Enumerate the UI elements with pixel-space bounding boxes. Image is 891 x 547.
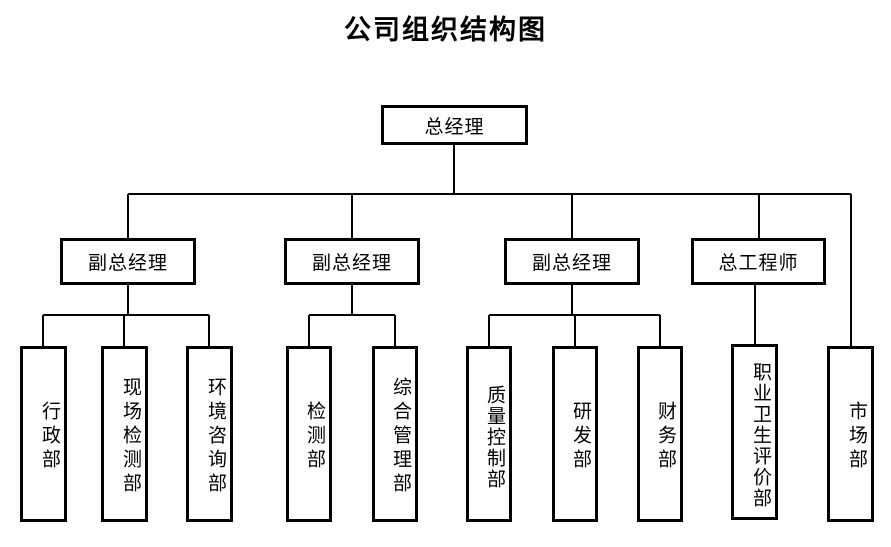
node-finance-department[interactable]: 财务部 [637,346,683,522]
node-chief-engineer[interactable]: 总工程师 [691,238,826,285]
node-testing-department[interactable]: 检测部 [286,346,332,522]
page-title: 公司组织结构图 [344,15,547,46]
node-deputy-general-manager-3[interactable]: 副总经理 [504,238,640,285]
node-administration-department[interactable]: 行政部 [20,346,67,522]
node-research-and-development-department[interactable]: 研发部 [552,346,598,522]
node-marketing-department[interactable]: 市场部 [827,346,874,522]
node-quality-control-department[interactable]: 质量控制部 [466,346,512,522]
node-general-manager[interactable]: 总经理 [381,105,528,145]
node-deputy-general-manager-1[interactable]: 副总经理 [60,238,196,285]
node-field-testing-department[interactable]: 现场检测部 [101,346,148,522]
node-general-management-department[interactable]: 综合管理部 [372,346,418,522]
node-environmental-consulting-department[interactable]: 环境咨询部 [186,346,233,522]
node-deputy-general-manager-2[interactable]: 副总经理 [284,238,420,285]
node-occupational-health-evaluation-department[interactable]: 职业卫生评价部 [731,344,778,520]
